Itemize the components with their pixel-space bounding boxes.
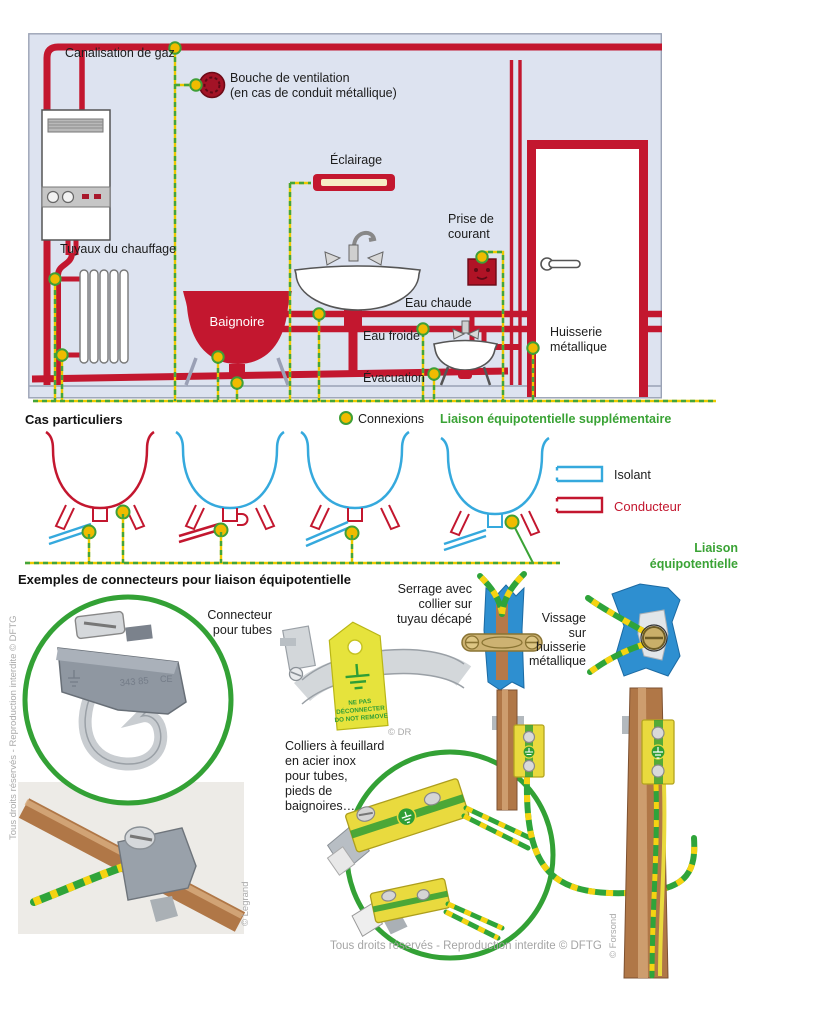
band-label-1: Colliers à feuillard: [285, 739, 384, 753]
copper-pipe-a: [492, 689, 698, 897]
tag-line-3: DO NOT REMOVE: [334, 712, 388, 724]
drain-label: Évacuation: [363, 370, 425, 385]
sink-faucet-icon: [352, 230, 377, 248]
connector-examples: Exemples de connecteurs pour liaison équ…: [8, 571, 698, 979]
screw-label-1: Vissage: [542, 611, 586, 625]
credit-dr: © DR: [388, 727, 411, 738]
gas-label: Canalisation de gaz: [65, 46, 175, 60]
insulator-icon: [555, 465, 604, 483]
bathtub-label: Baignoire: [210, 314, 265, 329]
gas-pipe: [43, 43, 662, 385]
product-mark: 343 85: [119, 675, 149, 688]
tub-case-4: [440, 436, 550, 552]
band-label-2: en acier inox: [285, 754, 357, 768]
tube-connector-inset: 343 85 CE: [22, 594, 234, 806]
ventilation-grille: [198, 71, 226, 99]
clamp-label-1: Serrage avec: [398, 582, 472, 596]
credit-forsond: © Forsond: [608, 914, 619, 959]
door: [527, 140, 648, 397]
boiler: [41, 109, 111, 241]
connectors-title: Exemples de connecteurs pour liaison équ…: [18, 572, 351, 587]
clamp-label-2: collier sur: [419, 597, 473, 611]
insulator-label: Isolant: [614, 468, 651, 482]
radiator: [79, 269, 129, 364]
tube-connector-label-1: Connecteur: [207, 608, 272, 622]
svg-text:© Forsond: © Forsond: [608, 914, 619, 959]
side-copyright: Tous droits réservés - Reproduction inte…: [8, 615, 19, 840]
product-mark-ce: CE: [160, 674, 173, 684]
tub4-connection-dot: [504, 514, 520, 530]
tag-line-1: NE PAS: [348, 698, 372, 707]
socket-label-2: courant: [448, 227, 490, 241]
tube-connector-label-2: pour tubes: [213, 623, 272, 637]
vent-label-2: (en cas de conduit métallique): [230, 86, 397, 100]
bonding-line: [33, 48, 716, 403]
connection-dots: [48, 41, 540, 390]
bidet: [433, 320, 499, 386]
vent-label-1: Bouche de ventilation: [230, 71, 350, 85]
light-label: Éclairage: [330, 152, 382, 167]
screw-label-2: sur: [569, 626, 586, 640]
special-cases-diagram: Cas particuliers: [25, 412, 738, 571]
supplementary-bonding-label: Liaison équipotentielle supplémentaire: [440, 412, 671, 426]
band-clamp-photo: [280, 625, 472, 705]
tub-case-1: [45, 430, 155, 546]
screw-label-4: métallique: [529, 654, 586, 668]
doorframe-label-2: métallique: [550, 340, 607, 354]
credit-legrand: © Legrand: [240, 881, 251, 926]
earth-symbol-icon: [345, 663, 370, 690]
svg-text:© Legrand: © Legrand: [240, 881, 251, 926]
clamp-label-3: tuyau décapé: [397, 612, 472, 626]
light-fixture: [313, 174, 395, 191]
connections-legend-label: Connexions: [358, 412, 424, 426]
socket-label-1: Prise de: [448, 212, 494, 226]
band-label-4: pieds de: [285, 784, 332, 798]
bidet-faucet-icon: [452, 328, 466, 340]
pipe-connector-photo: [18, 782, 246, 934]
tub-case-3: [300, 430, 410, 548]
band-label-5: baignoires…: [285, 799, 355, 813]
room-diagram: Baignoire: [28, 33, 716, 426]
bottom-copyright: Tous droits réservés - Reproduction inte…: [330, 940, 602, 952]
conductor-label: Conducteur: [614, 499, 682, 514]
bonding-legend-1: Liaison: [694, 541, 738, 555]
hot-water-label: Eau chaude: [405, 296, 472, 310]
sink: [294, 230, 421, 311]
bonding-pointer-line: [511, 521, 534, 564]
earth-mark-icon: [68, 670, 80, 687]
cold-water-label: Eau froide: [363, 329, 420, 343]
collar-illustration: [461, 571, 543, 691]
warning-tag: NE PAS DÉCONNECTER DO NOT REMOVE: [328, 621, 389, 731]
cases-bonding-base: [25, 514, 560, 565]
heating-label: Tuyaux du chauffage: [60, 242, 176, 256]
screw-label-3: huisserie: [536, 640, 586, 654]
connections-legend-icon: [339, 411, 353, 425]
tub-case-2: [175, 430, 285, 544]
special-cases-title: Cas particuliers: [25, 412, 123, 427]
band-label-3: pour tubes,: [285, 769, 348, 783]
doorframe-label-1: Huisserie: [550, 325, 602, 339]
copper-pipe-b: [622, 687, 675, 979]
bonding-legend-2: équipotentielle: [650, 557, 738, 571]
svg-text:Tous droits réservés - Reprodu: Tous droits réservés - Reproduction inte…: [8, 615, 19, 840]
conductor-icon: [555, 496, 604, 514]
frame-screw-illustration: [585, 583, 681, 677]
